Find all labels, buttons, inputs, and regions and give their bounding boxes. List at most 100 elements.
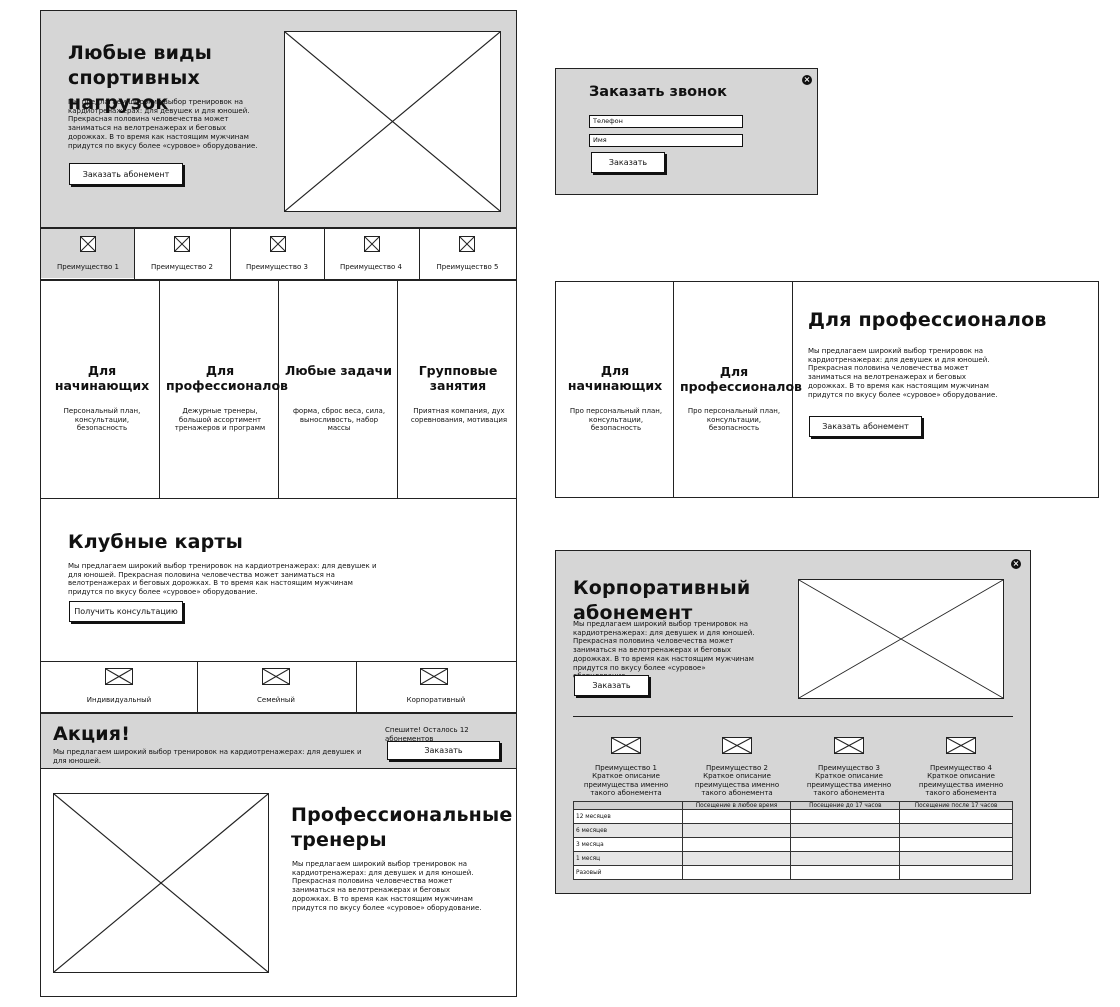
divider xyxy=(278,280,279,499)
program-3-title: Любые задачи xyxy=(285,363,392,378)
corp-feature-1-title: Преимущество 1 xyxy=(595,764,657,772)
table-row: 1 месяц xyxy=(573,851,1013,866)
divider xyxy=(324,228,325,280)
corp-feature-2-title: Преимущество 2 xyxy=(706,764,768,772)
card-corporate-label: Корпоративный xyxy=(406,696,466,704)
callback-popup: × Заказать звонок Телефон Имя Заказать xyxy=(555,68,818,195)
trainers-text: Мы предлагаем широкий выбор тренировок н… xyxy=(292,860,482,912)
corporate-image-placeholder xyxy=(798,579,1004,699)
divider xyxy=(673,281,674,498)
advantage-1-label: Преимущество 1 xyxy=(57,263,119,271)
corp-feature-1-icon xyxy=(611,737,641,754)
divider xyxy=(134,228,135,280)
pricing-header-cell: Посещение в любое время xyxy=(681,801,792,810)
corp-feature-4-title: Преимущество 4 xyxy=(930,764,992,772)
program-4-title: Групповые занятия xyxy=(418,363,498,393)
corp-feature-4-icon xyxy=(946,737,976,754)
pricing-cell xyxy=(681,865,792,880)
hero-image-placeholder xyxy=(284,31,501,212)
pro-panel-text: Мы предлагаем широкий выбор тренировок н… xyxy=(808,347,998,399)
corporate-close-icon[interactable]: × xyxy=(1011,559,1021,569)
callback-close-icon[interactable]: × xyxy=(802,75,812,85)
table-row: Разовый xyxy=(573,865,1013,880)
promo-text: Мы предлагаем широкий выбор тренировок н… xyxy=(53,748,362,765)
corporate-order-button[interactable]: Заказать xyxy=(574,675,649,696)
pricing-cell xyxy=(790,837,901,852)
card-family-icon xyxy=(262,668,290,685)
pricing-cell xyxy=(899,823,1013,838)
card-corporate-icon xyxy=(420,668,448,685)
club-consult-button[interactable]: Получить консультацию xyxy=(69,601,183,622)
callback-submit-button[interactable]: Заказать xyxy=(591,152,665,173)
program-1-title: Для начинающих xyxy=(54,363,150,393)
corp-feature-3-icon xyxy=(834,737,864,754)
pricing-cell xyxy=(681,823,792,838)
pricing-cell xyxy=(681,851,792,866)
divider xyxy=(792,281,793,498)
corp-feature-3-title: Преимущество 3 xyxy=(818,764,880,772)
program-4-text: Приятная компания, дух соревнования, мот… xyxy=(410,407,508,424)
trainers-image-placeholder xyxy=(53,793,269,973)
card-individual-label: Индивидуальный xyxy=(86,696,152,704)
corporate-popup: × Корпоративный абонемент Мы предлагаем … xyxy=(555,550,1031,894)
phone-field[interactable]: Телефон xyxy=(589,115,743,128)
trainers-title: Профессиональные тренеры xyxy=(291,804,513,851)
advantage-3-label: Преимущество 3 xyxy=(246,263,308,271)
pro-panel-subscribe-button[interactable]: Заказать абонемент xyxy=(809,416,922,437)
pricing-row-label: 1 месяц xyxy=(573,851,683,866)
divider xyxy=(397,280,398,499)
table-row: 3 месяца xyxy=(573,837,1013,852)
corp-feature-1-text: Краткое описание преимущества именно так… xyxy=(583,772,669,798)
hero-section: Любые виды спортивных нагрузок Мы предла… xyxy=(40,10,517,228)
pro-tab-pros-title[interactable]: Для профессионалов xyxy=(680,364,802,394)
card-individual-icon xyxy=(105,668,133,685)
corp-feature-2-text: Краткое описание преимущества именно так… xyxy=(694,772,780,798)
hero-subscribe-button[interactable]: Заказать абонемент xyxy=(69,163,183,185)
divider xyxy=(197,661,198,713)
card-family-label: Семейный xyxy=(257,696,295,704)
pricing-cell xyxy=(790,851,901,866)
advantage-5-label: Преимущество 5 xyxy=(436,263,499,271)
pricing-table: Посещение в любое время Посещение до 17 … xyxy=(573,801,1013,880)
corp-feature-2-icon xyxy=(722,737,752,754)
divider xyxy=(419,228,420,280)
advantage-2-label: Преимущество 2 xyxy=(151,263,213,271)
advantage-4-label: Преимущество 4 xyxy=(340,263,402,271)
promo-section: Акция! Мы предлагаем широкий выбор трени… xyxy=(40,713,517,769)
promo-order-button[interactable]: Заказать xyxy=(387,741,500,760)
club-title: Клубные карты xyxy=(68,531,244,553)
table-row: 12 месяцев xyxy=(573,809,1013,824)
pricing-cell xyxy=(899,865,1013,880)
pricing-cell xyxy=(681,837,792,852)
club-cards-row xyxy=(40,661,517,713)
promo-title: Акция! xyxy=(53,723,131,745)
advantage-1-icon xyxy=(80,236,96,252)
callback-title: Заказать звонок xyxy=(589,84,727,100)
pro-tab-beginners-title[interactable]: Для начинающих xyxy=(567,363,663,393)
divider xyxy=(230,228,231,280)
name-field[interactable]: Имя xyxy=(589,134,743,147)
corp-feature-4-text: Краткое описание преимущества именно так… xyxy=(918,772,1004,798)
pricing-row-label: 12 месяцев xyxy=(573,809,683,824)
pricing-row-label: 3 месяца xyxy=(573,837,683,852)
pricing-cell xyxy=(790,865,901,880)
pricing-cell xyxy=(899,851,1013,866)
pro-panel xyxy=(555,281,1099,498)
pricing-header-cell: Посещение после 17 часов xyxy=(899,801,1013,810)
promo-remaining: Спешите! Осталось 12 абонементов xyxy=(385,726,469,743)
pricing-cell xyxy=(790,809,901,824)
program-2-text: Дежурные тренеры, большой ассортимент тр… xyxy=(174,407,266,433)
pro-tab-pros-text: Про персональный план, консультации, без… xyxy=(687,407,781,433)
corporate-title: Корпоративный абонемент xyxy=(573,577,751,624)
pricing-cell xyxy=(899,837,1013,852)
pricing-row-label: 6 месяцев xyxy=(573,823,683,838)
club-text: Мы предлагаем широкий выбор тренировок н… xyxy=(68,562,377,597)
corporate-text: Мы предлагаем широкий выбор тренировок н… xyxy=(573,620,755,680)
pro-panel-title: Для профессионалов xyxy=(808,309,1047,331)
hero-text: Мы предлагаем широкий выбор тренировок н… xyxy=(68,98,258,150)
advantages-row xyxy=(40,228,517,280)
hero-title: Любые виды спортивных нагрузок xyxy=(68,42,213,114)
table-row: 6 месяцев xyxy=(573,823,1013,838)
pricing-header-cell xyxy=(573,801,683,810)
pricing-table-header-row: Посещение в любое время Посещение до 17 … xyxy=(573,801,1013,810)
